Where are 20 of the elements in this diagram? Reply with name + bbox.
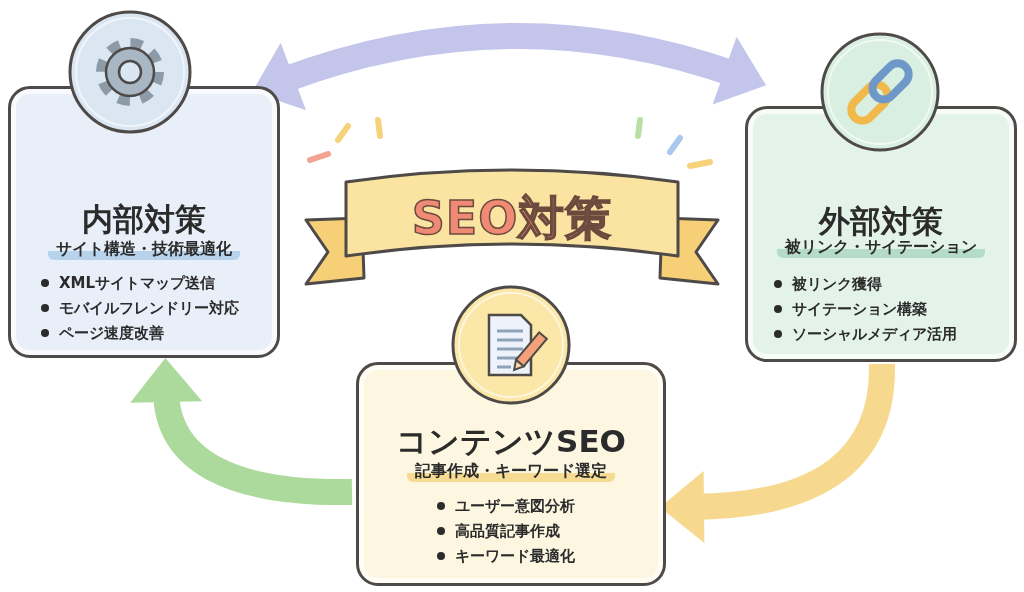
- bullet-item: ページ速度改善: [59, 324, 164, 343]
- bullet-item: ソーシャルメディア活用: [792, 325, 957, 344]
- bullet-item: 被リンク獲得: [792, 275, 882, 294]
- card-subtitle: 記事作成・キーワード選定: [407, 461, 615, 482]
- info-card: [356, 362, 666, 586]
- curved-arrow: [131, 358, 353, 505]
- bullet-item: モバイルフレンドリー対応: [59, 299, 239, 318]
- card-heading: 外部対策: [819, 203, 943, 239]
- card-heading: 内部対策: [82, 201, 206, 237]
- card-subtitle: サイト構造・技術最適化: [48, 239, 240, 260]
- bullet-item: サイテーション構築: [792, 300, 927, 319]
- bullet-item: XMLサイトマップ送信: [59, 274, 216, 293]
- info-card: [745, 106, 1017, 362]
- bullet-item: ユーザー意図分析: [455, 497, 575, 516]
- card-subtitle: 被リンク・サイテーション: [777, 237, 985, 258]
- bullet-item: キーワード最適化: [455, 547, 575, 566]
- card-heading: コンテンツSEO: [396, 423, 626, 459]
- bullet-item: 高品質記事作成: [455, 522, 560, 541]
- banner-title: SEO対策: [411, 191, 613, 245]
- info-card: [8, 86, 280, 358]
